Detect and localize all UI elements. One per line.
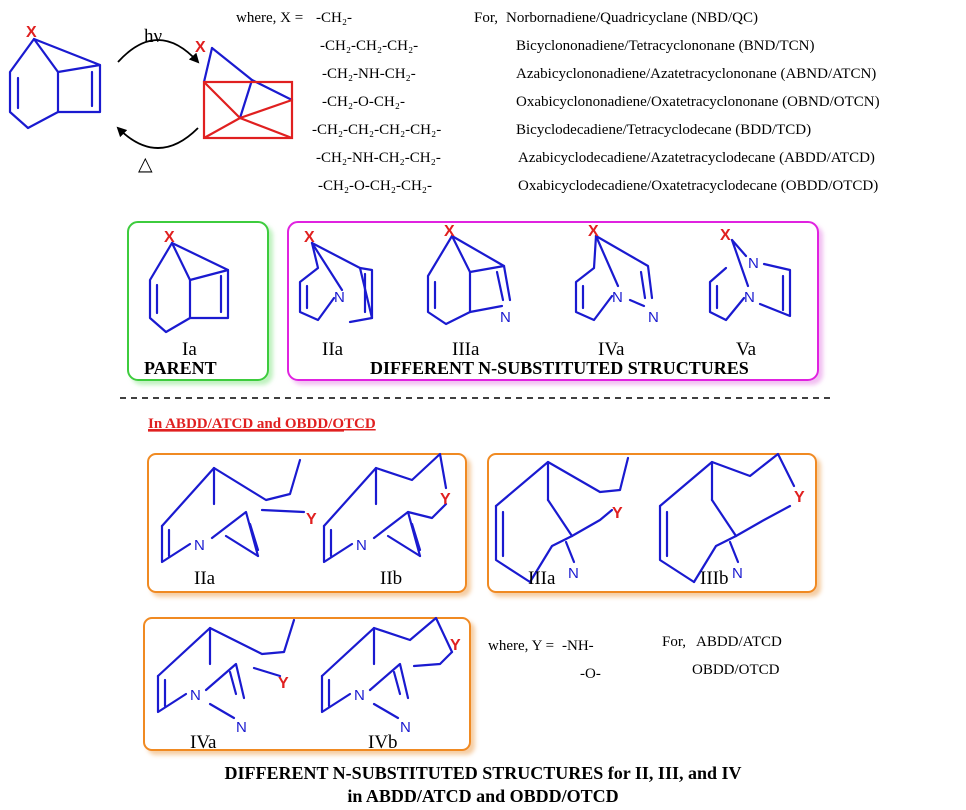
atom-x-label: X (444, 223, 455, 240)
footer-title-line1: DIFFERENT N-SUBSTITUTED STRUCTURES for I… (225, 763, 742, 783)
atom-y-label: Y (794, 489, 805, 506)
atom-n-label: N (400, 719, 411, 736)
atom-n-label: N (748, 255, 759, 272)
structure-deca-ivb: N N Y (320, 616, 461, 736)
structure-label-iiia: IIIa (452, 339, 480, 360)
atom-n-label: N (744, 289, 755, 306)
structure-deca-iib: N Y (322, 452, 451, 564)
atom-x-label: X (26, 24, 37, 41)
photoreaction-arrows: hν △ (116, 26, 200, 175)
x-group-item: -CH₂-O-CH₂-CH₂- (318, 178, 432, 194)
heat-label: △ (138, 154, 153, 175)
parent-structure-ia: X (148, 229, 230, 334)
atom-n-label: N (732, 565, 743, 582)
hv-label: hν (144, 26, 163, 47)
n-substituted-box (287, 221, 819, 381)
box-ii-structures (147, 453, 467, 593)
qc-structure: X (195, 39, 294, 140)
systems-for-label: For, (474, 10, 498, 26)
atom-n-label: N (612, 289, 623, 306)
atom-x-label: X (588, 223, 599, 240)
n-substituted-title: DIFFERENT N-SUBSTITUTED STRUCTURES (370, 358, 749, 378)
x-group-item: -CH₂-CH₂-CH₂- (320, 38, 418, 54)
y-system-item: OBDD/OTCD (692, 662, 780, 678)
atom-n-label: N (568, 565, 579, 582)
nbd-structure: X (8, 24, 102, 130)
x-group-item: -CH₂-O-CH₂- (322, 94, 405, 110)
y-group-item: -NH- (562, 638, 594, 654)
structure-label-deca-iia: IIa (194, 568, 216, 589)
systems-list: For, Norbornadiene/Quadricyclane (NBD/QC… (474, 10, 880, 194)
footer-title-line2: in ABDD/ATCD and OBDD/OTCD (347, 786, 618, 806)
system-item: Azabicyclodecadiene/Azatetracyclodecane … (518, 150, 875, 166)
atom-n-label: N (190, 687, 201, 704)
atom-n-label: N (334, 289, 345, 306)
atom-n-label: N (500, 309, 511, 326)
structure-iiia: N X (426, 223, 512, 326)
box-iii-structures (487, 453, 817, 593)
structure-label-deca-iib: IIb (380, 568, 402, 589)
x-group-item: -CH₂-NH-CH₂-CH₂- (316, 150, 441, 166)
structure-va: N N X (708, 227, 792, 322)
atom-n-label: N (356, 537, 367, 554)
structure-deca-iiib: N Y (658, 452, 805, 584)
structure-deca-iiia: N Y (494, 456, 630, 584)
atom-y-label: Y (612, 505, 623, 522)
where-x-label: where, X = (236, 10, 303, 26)
structure-deca-iva: N N Y (156, 618, 296, 736)
y-group-item: -O- (580, 666, 601, 682)
atom-x-label: X (720, 227, 731, 244)
atom-y-label: Y (278, 675, 289, 692)
structure-iia: N X (298, 229, 374, 324)
parent-box (127, 221, 269, 381)
section-heading: In ABDD/ATCD and OBDD/OTCD (148, 416, 376, 432)
atom-n-label: N (354, 687, 365, 704)
system-item: Bicyclodecadiene/Tetracyclodecane (BDD/T… (516, 122, 811, 138)
structure-label-deca-iiia: IIIa (528, 568, 556, 589)
atom-n-label: N (194, 537, 205, 554)
structure-label-deca-iiib: IIIb (700, 568, 728, 589)
atom-n-label: N (648, 309, 659, 326)
x-group-item: -CH₂- (316, 10, 352, 26)
atom-y-label: Y (450, 637, 461, 654)
parent-title: PARENT (144, 358, 217, 378)
x-group-item: -CH₂-NH-CH₂- (322, 66, 416, 82)
atom-y-label: Y (440, 491, 451, 508)
system-item: Oxabicyclononadiene/Oxatetracyclononane … (516, 94, 880, 110)
atom-y-label: Y (306, 511, 317, 528)
atom-x-label: X (304, 229, 315, 246)
where-y-list: where, Y = -NH- -O- For, ABDD/ATCD OBDD/… (488, 634, 782, 682)
box-iv-structures (143, 617, 471, 751)
system-item: Oxabicyclodecadiene/Oxatetracyclodecane … (518, 178, 878, 194)
structure-iva: N N X (574, 223, 659, 326)
atom-x-label: X (195, 39, 206, 56)
where-y-for-label: For, (662, 634, 686, 650)
atom-n-label: N (236, 719, 247, 736)
structure-label-ia: Ia (182, 339, 197, 360)
structure-label-deca-ivb: IVb (368, 732, 398, 753)
structure-label-iva: IVa (598, 339, 625, 360)
where-x-list: where, X = -CH₂- -CH₂-CH₂-CH₂- -CH₂-NH-C… (236, 10, 441, 194)
structure-label-iia: IIa (322, 339, 344, 360)
structure-label-deca-iva: IVa (190, 732, 217, 753)
structure-deca-iia: N Y (160, 458, 317, 564)
atom-x-label: X (164, 229, 175, 246)
structure-label-va: Va (736, 339, 757, 360)
where-y-label: where, Y = (488, 638, 554, 654)
y-system-item: ABDD/ATCD (696, 634, 782, 650)
system-item: Bicyclononadiene/Tetracyclononane (BND/T… (516, 38, 814, 54)
system-item: Norbornadiene/Quadricyclane (NBD/QC) (506, 10, 758, 26)
x-group-item: -CH₂-CH₂-CH₂-CH₂- (312, 122, 441, 138)
system-item: Azabicyclononadiene/Azatetracyclononane … (516, 66, 876, 82)
